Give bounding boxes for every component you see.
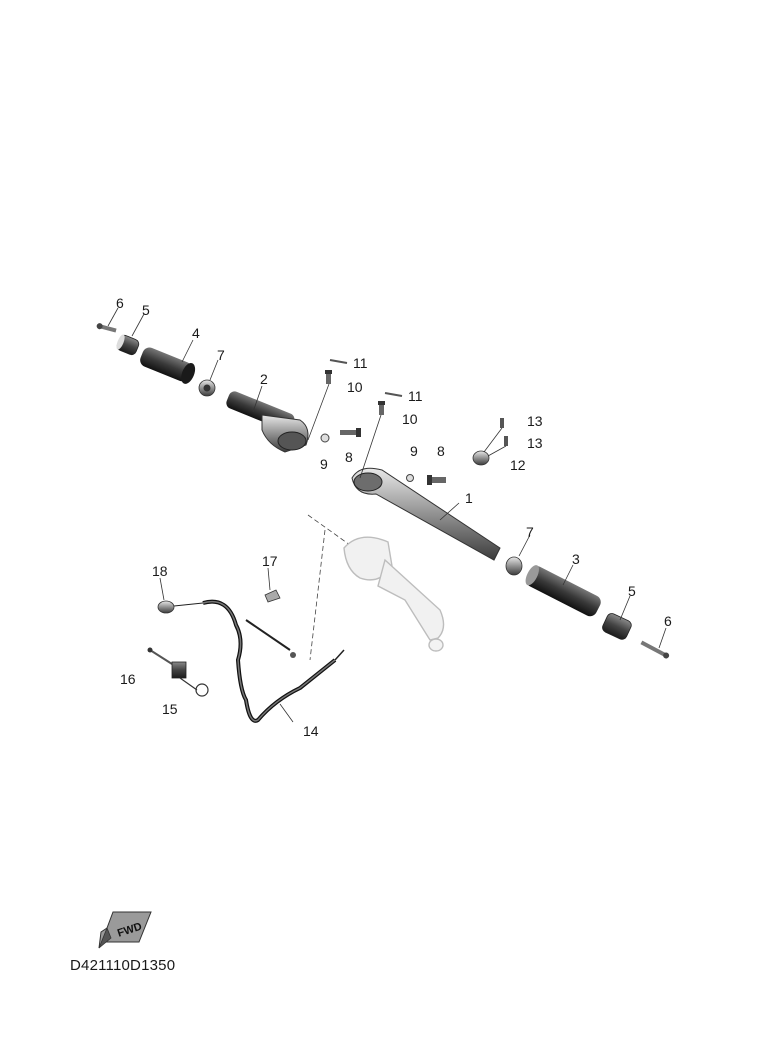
right-grip [525, 565, 601, 617]
screw-10-right [359, 401, 385, 479]
callout-8-right: 8 [437, 443, 445, 459]
cable-holder-17 [264, 589, 281, 603]
callout-9-left: 9 [320, 456, 328, 472]
left-handlebar [226, 391, 309, 453]
callout-15: 15 [162, 701, 178, 717]
callout-leaders [107, 307, 667, 723]
screw-16 [147, 647, 173, 665]
callout-18: 18 [152, 563, 168, 579]
callout-9-right: 9 [410, 443, 418, 459]
callout-2: 2 [260, 371, 268, 387]
callout-16: 16 [120, 671, 136, 687]
bolt-left [340, 428, 361, 437]
dashed-leaders [307, 514, 351, 661]
clamp-12 [472, 418, 508, 466]
callout-11-left: 11 [353, 355, 368, 371]
left-collar [198, 379, 216, 397]
callout-14: 14 [303, 723, 319, 739]
callout-3: 3 [572, 551, 580, 567]
right-handlebar [351, 467, 501, 561]
callout-11-right: 11 [408, 388, 423, 404]
clutch-lever-ghost [343, 536, 445, 652]
washer-left [320, 433, 330, 443]
right-bar-end [602, 613, 632, 640]
bolt-right [427, 475, 446, 485]
callout-numbers: 6 5 4 7 2 11 10 11 10 9 8 9 8 13 13 12 1… [116, 295, 672, 739]
screw-10-left [307, 370, 332, 441]
right-collar [505, 556, 523, 576]
callout-4: 4 [192, 325, 200, 341]
callout-7-left: 7 [217, 347, 225, 363]
diagram-code: D421110D1350 [70, 957, 176, 974]
callout-5-left: 5 [142, 302, 150, 318]
washer-right [406, 474, 414, 482]
callout-13-upper: 13 [527, 413, 543, 429]
callout-10-right: 10 [402, 411, 418, 427]
right-end-screw [640, 640, 670, 659]
clutch-switch-15 [171, 661, 209, 697]
pin-11-right [384, 392, 403, 397]
callout-7-right: 7 [526, 524, 534, 540]
callout-17: 17 [262, 553, 278, 569]
callout-6-right: 6 [664, 613, 672, 629]
callout-1: 1 [465, 490, 473, 506]
callout-12: 12 [510, 457, 526, 473]
callout-8-left: 8 [345, 449, 353, 465]
cable-clip-18 [157, 600, 204, 614]
left-grip [140, 347, 196, 384]
left-bar-end [116, 334, 140, 356]
callout-10-left: 10 [347, 379, 363, 395]
clutch-cable [202, 599, 345, 723]
callout-13-lower: 13 [527, 435, 543, 451]
callout-5-right: 5 [628, 583, 636, 599]
pin-11-left [329, 359, 348, 364]
forward-arrow-icon: FWD [98, 911, 152, 949]
callout-6-left: 6 [116, 295, 124, 311]
left-end-screw [96, 323, 117, 333]
